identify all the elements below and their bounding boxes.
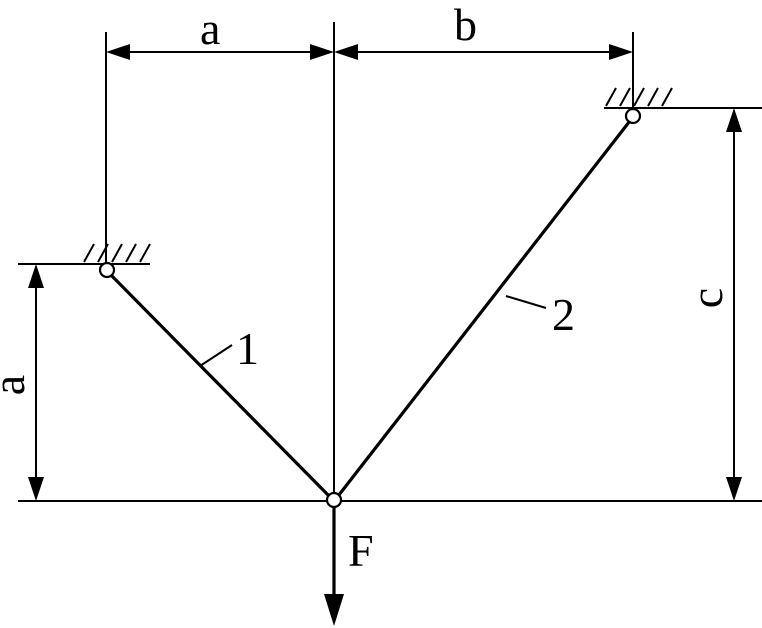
rod-1 (105, 269, 335, 502)
label-left-a: a (0, 375, 34, 395)
label-rod-2: 2 (552, 289, 575, 340)
force-arrow (324, 507, 344, 626)
right-support-pin (624, 107, 642, 125)
label-top-a: a (200, 3, 220, 54)
right-support-hatching (605, 87, 673, 107)
load-node-pin (325, 491, 343, 509)
left-support-hatching (83, 243, 151, 263)
label-right-c: c (681, 288, 732, 308)
label-top-b: b (454, 0, 477, 50)
dimension-right-c (726, 108, 742, 501)
left-support-pin (98, 261, 116, 279)
rod-2-leader (505, 295, 547, 309)
label-force-f: F (348, 525, 374, 576)
rod-1-leader (199, 344, 233, 367)
dimension-top-a (106, 44, 334, 60)
label-rod-1: 1 (236, 323, 259, 374)
dimension-left-a (28, 264, 44, 501)
rod-2 (333, 116, 635, 501)
dimension-top-b (334, 44, 633, 60)
